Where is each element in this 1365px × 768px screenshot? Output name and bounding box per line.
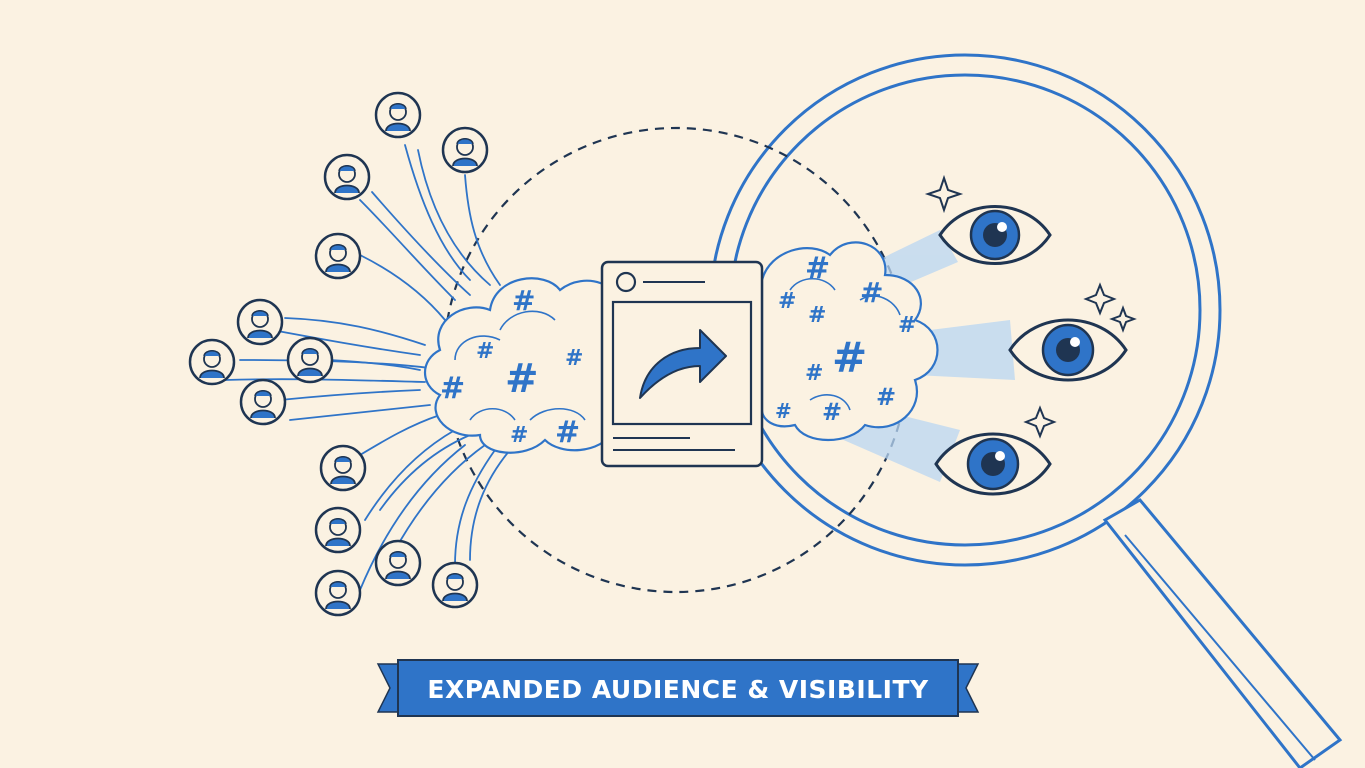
sparkle-icon bbox=[1109, 305, 1137, 333]
hashtag: # bbox=[775, 399, 792, 423]
hashtag: # bbox=[505, 356, 539, 402]
hashtag: # bbox=[440, 371, 465, 406]
eye-icon bbox=[1008, 318, 1128, 382]
hashtag: # bbox=[555, 415, 580, 450]
banner-label: EXPANDED AUDIENCE & VISIBILITY bbox=[427, 675, 929, 704]
hashtag: # bbox=[860, 276, 883, 309]
person-avatar-icon bbox=[314, 506, 362, 554]
audience-streams bbox=[224, 144, 511, 591]
hashtag: # bbox=[805, 361, 823, 386]
sparkle-icon bbox=[1083, 282, 1117, 316]
post-card bbox=[600, 260, 764, 468]
share-arrow-icon bbox=[639, 329, 727, 399]
person-avatar-icon bbox=[239, 378, 287, 426]
hashtag: # bbox=[778, 289, 796, 314]
hashtag: # bbox=[805, 251, 830, 286]
hashtag-symbols: # # # # # # # # # # # # # # # # # bbox=[440, 251, 916, 450]
person-avatar-icon bbox=[323, 153, 371, 201]
magnifying-glass-icon bbox=[708, 53, 1343, 768]
hashtag: # bbox=[476, 339, 494, 364]
eye-icon bbox=[934, 432, 1052, 496]
hashtag: # bbox=[512, 284, 535, 317]
audience-people bbox=[188, 91, 489, 617]
sparkle-icon bbox=[924, 174, 964, 214]
person-avatar-icon bbox=[188, 338, 236, 386]
hashtag: # bbox=[510, 423, 528, 448]
hashtag-cloud-right bbox=[760, 241, 939, 442]
hashtag: # bbox=[565, 346, 583, 371]
eye-icon bbox=[938, 205, 1052, 265]
person-avatar-icon bbox=[441, 126, 489, 174]
person-avatar-icon bbox=[314, 569, 362, 617]
person-avatar-icon bbox=[319, 444, 367, 492]
person-avatar-icon bbox=[374, 539, 422, 587]
hashtag: # bbox=[832, 333, 867, 382]
person-avatar-icon bbox=[286, 336, 334, 384]
banner: EXPANDED AUDIENCE & VISIBILITY bbox=[376, 659, 980, 717]
hashtag-cloud-left bbox=[424, 277, 618, 454]
hashtag: # bbox=[808, 303, 826, 328]
hashtag: # bbox=[822, 398, 842, 426]
hashtag: # bbox=[898, 313, 916, 338]
sparkle-icon bbox=[1023, 405, 1057, 439]
person-avatar-icon bbox=[314, 232, 362, 280]
person-avatar-icon bbox=[431, 561, 479, 609]
person-avatar-icon bbox=[236, 298, 284, 346]
hashtag: # bbox=[876, 383, 896, 411]
person-avatar-icon bbox=[374, 91, 422, 139]
